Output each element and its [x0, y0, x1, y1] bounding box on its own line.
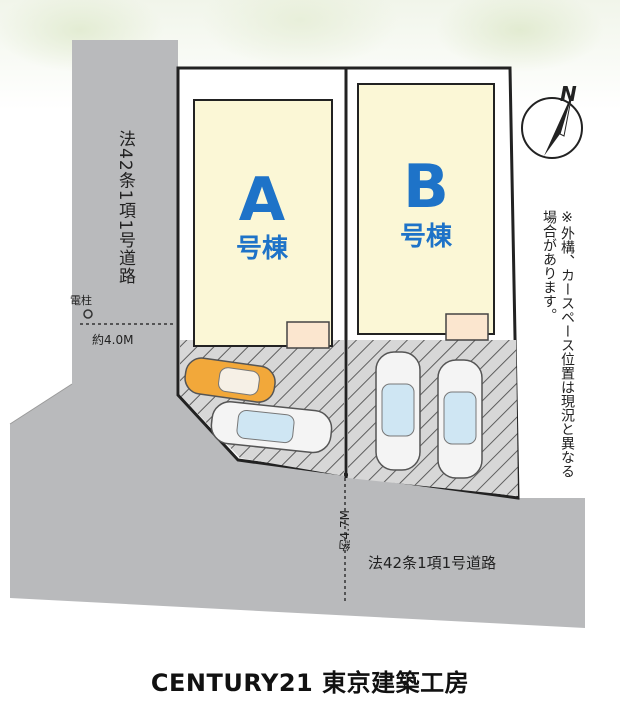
disclaimer-note: ※外構、カースペース位置は現況と異なる場合があります。: [541, 210, 575, 478]
left-road-width: 約4.0M: [92, 333, 134, 347]
car-white-icon: [375, 351, 421, 471]
left-road: [10, 40, 585, 628]
car-white-icon: [210, 401, 333, 454]
building-b-letter: B: [403, 152, 449, 222]
compass-icon: [521, 93, 583, 159]
parking-b: [348, 340, 518, 496]
entrance-b: [445, 313, 489, 341]
pole-icon: [83, 309, 93, 319]
building-a-label: 号棟: [235, 234, 288, 264]
left-road-label: 法42条1項1号道路: [115, 130, 135, 286]
building-a-letter: A: [238, 165, 286, 235]
front-road-label: 法42条1項1号道路: [368, 554, 497, 572]
car-orange-icon: [184, 357, 276, 403]
entrance-a: [286, 321, 330, 349]
compass-north-label: N: [560, 82, 577, 106]
building-b: [357, 83, 495, 335]
building-a: [193, 99, 333, 347]
brand-logo-text: CENTURY21 東京建築工房: [150, 669, 470, 697]
front-road-edge: [9, 383, 73, 425]
car-white-icon: [437, 359, 483, 479]
building-b-label: 号棟: [399, 222, 452, 252]
pole-label: 電柱: [70, 294, 92, 307]
front-road-width: 約4.7M: [338, 510, 352, 552]
